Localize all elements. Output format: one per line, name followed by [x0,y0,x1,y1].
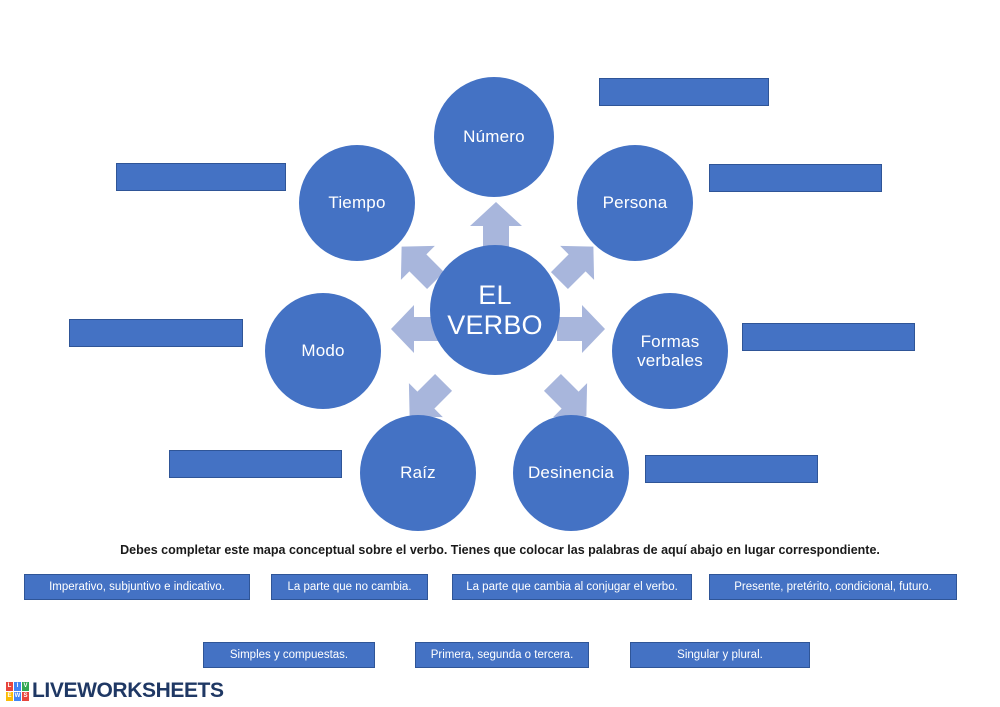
arrow-up-left-icon [400,245,445,290]
logo-cell-5: W [14,691,21,701]
node-formas-verbales: Formas verbales [612,293,728,409]
word-chip-imperativo[interactable]: Imperativo, subjuntivo e indicativo. [24,574,250,600]
node-el-verbo-line2: VERBO [447,310,543,340]
node-raiz-label: Raíz [400,463,436,483]
logo-cell-3: V [22,681,29,691]
drop-box-tiempo[interactable] [116,163,286,191]
node-desinencia-label: Desinencia [527,463,615,483]
word-chip-singular[interactable]: Singular y plural. [630,642,810,668]
word-chip-primera-label: Primera, segunda o tercera. [430,649,574,661]
liveworksheets-logo[interactable]: L I V E W S LIVEWORKSHEETS [6,679,224,703]
node-numero: Número [434,77,554,197]
drop-box-modo[interactable] [69,319,243,347]
word-chip-cambia[interactable]: La parte que cambia al conjugar el verbo… [452,574,692,600]
word-chip-no-cambia-label: La parte que no cambia. [287,581,412,593]
node-tiempo: Tiempo [299,145,415,261]
node-el-verbo-label: EL VERBO [447,280,543,340]
arrow-down-right-icon [543,373,588,418]
node-persona-label: Persona [602,193,668,213]
node-modo-label: Modo [301,341,345,361]
node-formas-verbales-label: Formas verbales [637,332,703,370]
node-numero-label: Número [463,127,525,147]
arrow-up-right-icon [550,245,595,290]
drop-box-desinencia[interactable] [645,455,818,483]
arrow-left-icon [391,305,439,353]
word-chip-primera[interactable]: Primera, segunda o tercera. [415,642,589,668]
word-chip-no-cambia[interactable]: La parte que no cambia. [271,574,428,600]
arrow-up-icon [470,202,522,250]
drop-box-raiz[interactable] [169,450,342,478]
logo-cell-6: S [22,691,29,701]
word-chip-cambia-label: La parte que cambia al conjugar el verbo… [466,581,678,593]
liveworksheets-brand-text: LIVEWORKSHEETS [32,679,224,702]
word-chip-simples[interactable]: Simples y compuestas. [203,642,375,668]
word-chip-presente-label: Presente, pretérito, condicional, futuro… [734,581,932,593]
node-el-verbo: EL VERBO [430,245,560,375]
node-tiempo-label: Tiempo [328,193,386,213]
node-desinencia: Desinencia [513,415,629,531]
drop-box-numero[interactable] [599,78,769,106]
node-el-verbo-line1: EL [478,279,512,310]
word-chip-presente[interactable]: Presente, pretérito, condicional, futuro… [709,574,957,600]
arrow-right-icon [557,305,605,353]
node-persona: Persona [577,145,693,261]
arrow-down-left-icon [408,373,453,418]
drop-box-formas-verbales[interactable] [742,323,915,351]
node-modo: Modo [265,293,381,409]
logo-cell-1: L [6,681,13,691]
drop-box-persona[interactable] [709,164,882,192]
node-formas-verbales-line1: Formas [640,331,700,351]
word-chip-simples-label: Simples y compuestas. [229,649,349,661]
word-chip-imperativo-label: Imperativo, subjuntivo e indicativo. [49,581,225,593]
word-chip-singular-label: Singular y plural. [677,649,763,661]
node-raiz: Raíz [360,415,476,531]
liveworksheets-logo-icon: L I V E W S [6,681,29,701]
instructions-text: Debes completar este mapa conceptual sob… [120,543,880,557]
logo-cell-2: I [14,681,21,691]
logo-cell-4: E [6,691,13,701]
node-formas-verbales-line2: verbales [637,351,703,370]
